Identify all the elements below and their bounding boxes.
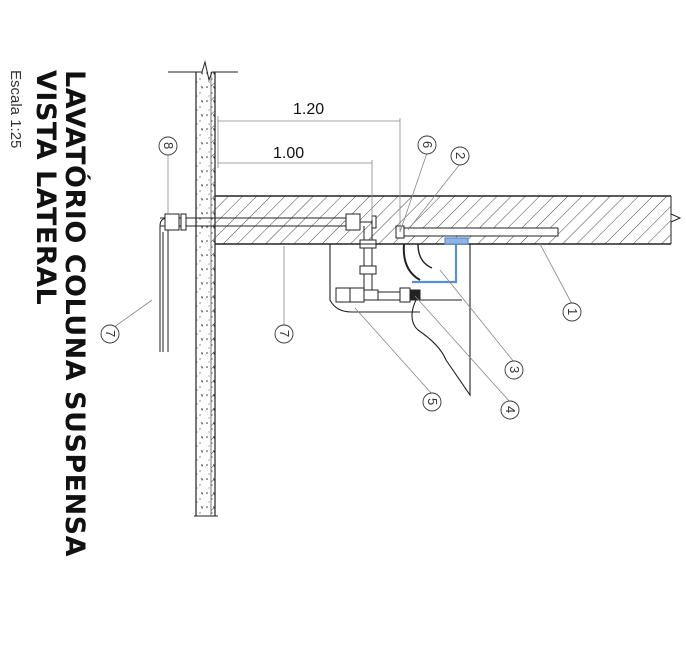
dimension-label-upper: 1.20 [293,101,324,118]
leader-lines [109,152,573,403]
callout-7a [274,324,294,344]
valve-assembly [335,287,421,303]
callout-3 [504,360,524,380]
dimension-label-lower: 1.00 [273,145,304,162]
callout-label-7b: 7 [103,330,118,337]
callout-label-7a: 7 [277,330,292,337]
callout-label-3: 3 [507,366,522,373]
slab [215,195,682,245]
dimensions [217,116,401,232]
lavatory-column [329,243,471,397]
callout-5 [422,392,442,412]
callout-label-4: 4 [503,406,518,413]
callout-8 [158,136,178,156]
callout-1 [562,302,582,322]
callout-label-8: 8 [161,142,176,149]
callout-2 [450,146,470,166]
callout-label-5: 5 [425,398,440,405]
wall-break-symbol [168,60,238,82]
callout-label-6: 6 [420,141,435,148]
flexible-hose [402,237,469,284]
wall [194,72,218,517]
supply-pipe [159,213,377,352]
callout-7b [100,324,120,344]
callout-6 [417,135,437,155]
slab-pipe [395,225,559,239]
callout-4 [500,400,520,420]
callout-label-1: 1 [565,308,580,315]
callout-label-2: 2 [453,152,468,159]
